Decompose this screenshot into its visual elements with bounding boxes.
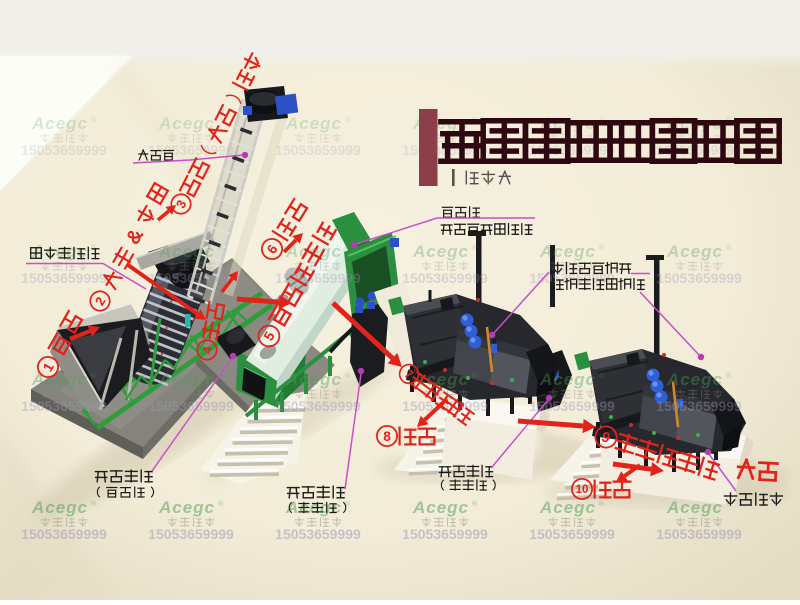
svg-text:®: ® [91, 116, 97, 124]
svg-text:®: ® [599, 372, 605, 380]
svg-text:®: ® [345, 372, 351, 380]
svg-text:®: ® [726, 244, 732, 252]
svg-text:Acegc: Acegc [158, 114, 215, 133]
svg-text:Acegc: Acegc [31, 498, 88, 517]
svg-text:®: ® [91, 500, 97, 508]
svg-text:Acegc: Acegc [285, 370, 342, 389]
svg-text:Acegc: Acegc [412, 370, 469, 389]
svg-text:®: ® [599, 244, 605, 252]
svg-text:15053659999: 15053659999 [21, 142, 107, 158]
svg-text:®: ® [472, 244, 478, 252]
svg-text:15053659999: 15053659999 [529, 526, 615, 542]
svg-text:®: ® [218, 500, 224, 508]
svg-text:®: ® [91, 372, 97, 380]
svg-text:15053659999: 15053659999 [148, 526, 234, 542]
svg-text:15053659999: 15053659999 [402, 526, 488, 542]
svg-text:15053659999: 15053659999 [656, 270, 742, 286]
svg-text:Acegc: Acegc [539, 242, 596, 261]
svg-text:Acegc: Acegc [666, 242, 723, 261]
svg-text:Acegc: Acegc [539, 498, 596, 517]
svg-text:15053659999: 15053659999 [656, 398, 742, 414]
svg-text:15053659999: 15053659999 [275, 526, 361, 542]
svg-text:15053659999: 15053659999 [21, 526, 107, 542]
svg-text:®: ® [218, 244, 224, 252]
svg-text:®: ® [472, 500, 478, 508]
svg-text:15053659999: 15053659999 [21, 270, 107, 286]
svg-text:Acegc: Acegc [412, 498, 469, 517]
svg-text:Acegc: Acegc [158, 498, 215, 517]
svg-text:Acegc: Acegc [158, 242, 215, 261]
svg-text:15053659999: 15053659999 [275, 142, 361, 158]
svg-text:8: 8 [383, 429, 391, 444]
svg-text:Acegc: Acegc [158, 370, 215, 389]
svg-text:15053659999: 15053659999 [402, 270, 488, 286]
svg-text:Acegc: Acegc [412, 242, 469, 261]
svg-text:®: ® [599, 500, 605, 508]
svg-text:®: ® [345, 116, 351, 124]
svg-text:Acegc: Acegc [539, 370, 596, 389]
svg-text:Acegc: Acegc [666, 370, 723, 389]
svg-text:Acegc: Acegc [285, 114, 342, 133]
svg-text:®: ® [91, 244, 97, 252]
svg-text:15053659999: 15053659999 [148, 398, 234, 414]
svg-text:Acegc: Acegc [31, 114, 88, 133]
svg-text:15053659999: 15053659999 [275, 398, 361, 414]
svg-text:10: 10 [576, 484, 589, 496]
svg-text:15053659999: 15053659999 [21, 398, 107, 414]
svg-text:®: ® [726, 372, 732, 380]
svg-text:®: ® [345, 244, 351, 252]
svg-text:15053659999: 15053659999 [656, 526, 742, 542]
svg-text:®: ® [472, 372, 478, 380]
svg-text:Acegc: Acegc [666, 498, 723, 517]
svg-text:15053659999: 15053659999 [148, 270, 234, 286]
